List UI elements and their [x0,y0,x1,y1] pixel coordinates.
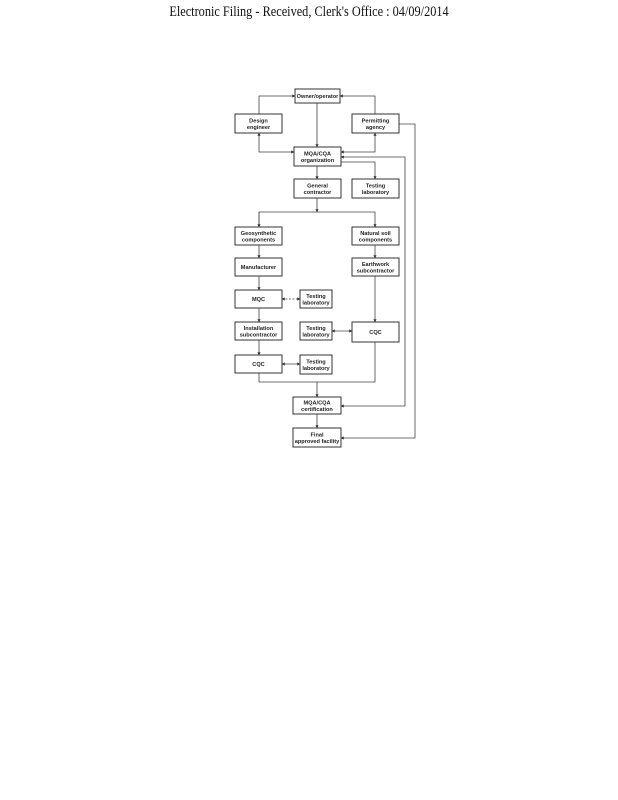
flow-box-mfr: Manufacturer [234,257,283,277]
filing-header: Electronic Filing - Received, Clerk's Of… [169,4,449,20]
box-label: approved facility [295,439,340,445]
box-outline [234,289,283,309]
box-outline [299,321,333,341]
box-label: laboratory [302,332,330,338]
box-label: certification [301,407,333,413]
box-label: engineer [247,125,271,131]
box-label: Testing [306,326,326,332]
flow-box-cqc1: CQC [234,354,283,374]
box-outline [234,257,283,277]
box-outline [351,178,400,199]
box-label: subcontractor [240,332,278,338]
box-label: General [307,183,328,189]
flow-box-cqc2: CQC [351,321,400,343]
box-outline [351,321,400,343]
box-label: organization [301,158,335,164]
box-label: Natural soil [360,231,391,237]
box-outline [234,354,283,374]
box-label: Testing [366,183,386,189]
box-outline [351,113,400,134]
box-label: Installation [244,326,274,332]
box-label: agency [366,125,386,131]
box-label: laboratory [302,300,330,306]
box-label: subcontractor [357,268,395,274]
flow-box-mqc: MQC [234,289,283,309]
box-outline [293,178,342,199]
box-label: Testing [306,359,326,365]
box-label: MQA/CQA [304,151,331,157]
box-label: Earthwork [362,262,390,268]
box-label: Geosynthetic [241,231,276,237]
box-outline [294,88,341,104]
box-label: MQC [252,297,265,303]
box-label: Final [310,432,323,438]
box-label: contractor [304,190,332,196]
box-outline [351,257,400,277]
box-label: CQC [252,362,264,368]
box-outline [234,226,283,246]
box-label: MQA/CQA [303,400,330,406]
box-label: laboratory [302,366,330,372]
box-label: Manufacturer [241,265,277,271]
box-label: laboratory [362,190,390,196]
flow-box-owner: Owner/operator [294,88,341,104]
box-label: Testing [306,294,326,300]
box-label: Permitting [362,118,390,124]
box-outline [292,396,342,415]
box-outline [299,289,333,309]
box-outline [234,321,283,341]
box-label: Design [249,118,268,124]
box-label: Owner/operator [297,94,339,100]
box-outline [234,113,283,134]
box-outline [351,226,400,246]
box-label: CQC [369,330,381,336]
box-outline [299,354,333,375]
box-outline [292,427,342,448]
box-label: components [242,237,275,243]
box-outline [293,146,342,167]
box-label: components [359,237,392,243]
connectors [257,94,416,440]
